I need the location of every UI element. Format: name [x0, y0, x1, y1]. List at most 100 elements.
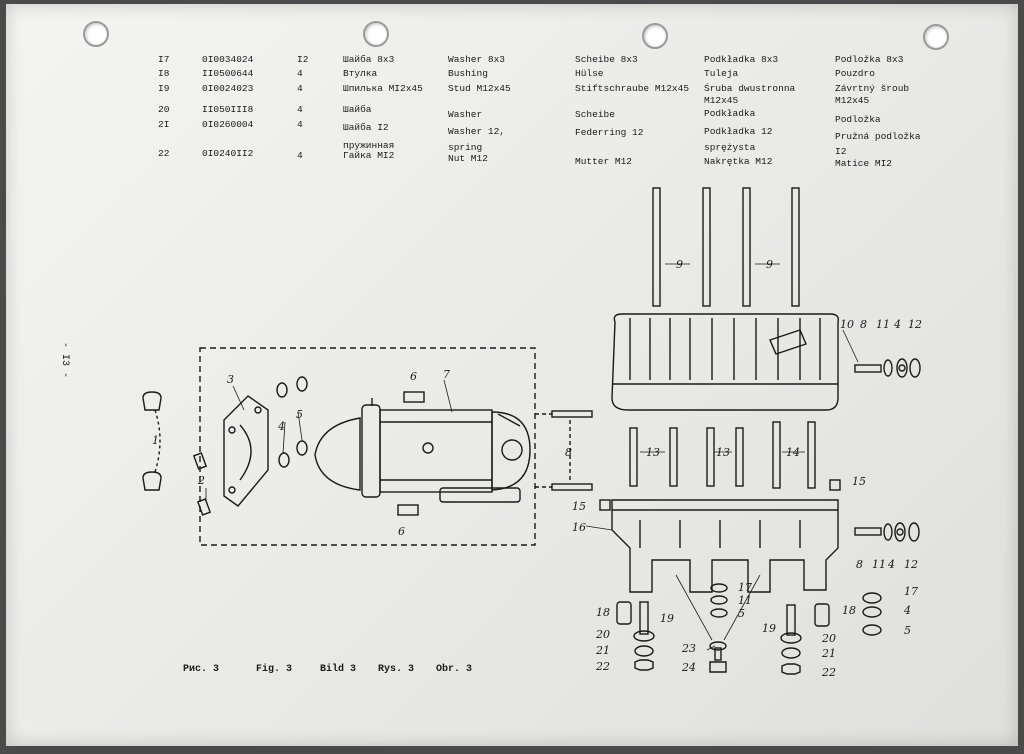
callout-label: 17	[738, 581, 752, 594]
callout-label: 10	[840, 318, 854, 331]
callout-label: 19	[762, 622, 776, 635]
callout-label: 11	[876, 318, 890, 331]
callout-label: 9	[676, 258, 683, 271]
part-code: II0500644	[202, 68, 254, 79]
part-name-en: Bushing	[448, 68, 488, 79]
binder-hole	[923, 24, 949, 50]
part-code: 0I0024023	[202, 83, 254, 94]
bolt-set-lower-right	[854, 522, 920, 542]
figure-caption: Рис. 3	[183, 664, 220, 675]
part-name-ru: Шайба I2 пружинная	[343, 122, 395, 151]
part-name-cs: Závrtný šroub M12x45	[835, 83, 910, 106]
bolt-set-upper-right	[854, 358, 921, 378]
part-name-pl: Podkładka 12 sprężysta	[704, 126, 773, 153]
callout-label: 11	[738, 594, 752, 607]
callout-label: 8	[860, 318, 867, 331]
callout-label: 4	[277, 420, 285, 433]
callout-label: 11	[872, 558, 886, 571]
callout-label: 22	[595, 660, 610, 673]
callout-label: 18	[596, 606, 610, 619]
stud-part-8	[535, 410, 593, 491]
bolt-part-6	[397, 391, 425, 516]
part-number: I8	[158, 68, 170, 79]
part-name-pl: Śruba dwustronna M12x45	[704, 83, 796, 106]
part-name-pl: Nakrętka M12	[704, 156, 773, 167]
part-qty: I2	[297, 54, 309, 65]
figure-caption: Obr. 3	[436, 664, 473, 675]
part-name-en: Washer	[448, 109, 483, 120]
callout-label: 14	[786, 446, 800, 459]
callout-label: 24	[681, 661, 696, 674]
callout-label: 18	[842, 604, 856, 617]
callout-label: 5	[738, 607, 745, 620]
figure-caption: Fig. 3	[256, 664, 293, 675]
part-name-cs: Podložka	[835, 114, 881, 125]
callout-labels: 1 2 3 4 5 6 6 7 8 9 9 10 8 11 4 12 13 13…	[152, 258, 922, 679]
callout-label: 12	[908, 318, 922, 331]
part-code: II050III8	[202, 104, 254, 115]
part-name-de: Federring 12	[575, 127, 644, 138]
part-code: 0I0034024	[202, 54, 254, 65]
figure-caption: Rys. 3	[378, 664, 415, 675]
callout-label: 16	[572, 521, 586, 534]
assembly-frame	[199, 347, 536, 546]
part-name-de: Hülse	[575, 68, 604, 79]
part-name-pl: Podkładka 8x3	[704, 54, 779, 65]
part-qty: 4	[297, 104, 303, 115]
bolt-part-24	[709, 641, 727, 673]
part-name-en: Stud M12x45	[448, 83, 511, 94]
part-name-en: Nut M12	[448, 153, 488, 164]
part-name-de: Mutter M12	[575, 156, 633, 167]
washer-stack-center	[710, 583, 728, 618]
hardware-right	[780, 603, 830, 675]
part-code: 0I0240II2	[202, 148, 254, 159]
callout-label: 13	[716, 446, 730, 459]
callout-label: 15	[852, 475, 866, 488]
part-name-ru: Гайка МI2	[343, 150, 395, 161]
callout-label: 6	[410, 370, 417, 383]
part-number: I7	[158, 54, 170, 65]
screw-part-15	[599, 479, 841, 511]
part-name-ru: Шайба 8х3	[343, 54, 395, 65]
callout-label: 4	[893, 318, 901, 331]
callout-label: 21	[595, 644, 610, 657]
figure-caption: Bild 3	[320, 664, 357, 675]
part-name-de: Scheibe	[575, 109, 615, 120]
callout-label: 15	[572, 500, 586, 513]
part-number: 22	[158, 148, 170, 159]
callout-label: 4	[887, 558, 895, 571]
part-name-en: Washer 8x3	[448, 54, 506, 65]
lower-manifold-part-16	[611, 499, 839, 593]
part-qty: 4	[297, 68, 303, 79]
binder-hole	[642, 23, 668, 49]
part-qty: 4	[297, 150, 303, 161]
part-name-ru: Втулка	[343, 68, 378, 79]
callout-label: 17	[904, 585, 918, 598]
part-name-de: Stiftschraube M12x45	[575, 83, 690, 94]
stud-part-13-14	[629, 421, 816, 489]
part-name-de: Scheibe 8x3	[575, 54, 638, 65]
flange-plate-part-3	[223, 395, 269, 507]
part-code: 0I0260004	[202, 119, 254, 130]
binder-hole	[83, 21, 109, 47]
callout-label: 13	[646, 446, 660, 459]
callout-label: 9	[766, 258, 773, 271]
callout-label: 21	[821, 647, 836, 660]
washers-part-4-5	[276, 376, 308, 468]
part-name-cs: Matice MI2	[835, 158, 893, 169]
callout-label: 7	[443, 368, 450, 381]
callout-label: 2	[197, 474, 205, 487]
document-page	[6, 4, 1018, 746]
part-name-ru: Шпилька МI2х45	[343, 83, 423, 94]
starter-motor-part-7	[314, 398, 531, 503]
leader-lines	[205, 263, 859, 651]
long-stud-part-9	[652, 187, 800, 307]
callout-label: 19	[660, 612, 674, 625]
callout-label: 5	[904, 624, 911, 637]
callout-label: 1	[152, 434, 159, 447]
part-name-en: Washer 12, spring	[448, 126, 506, 153]
boot-part-1	[142, 391, 162, 491]
callout-label: 8	[565, 446, 572, 459]
part-name-cs: Podložka 8x3	[835, 54, 904, 65]
